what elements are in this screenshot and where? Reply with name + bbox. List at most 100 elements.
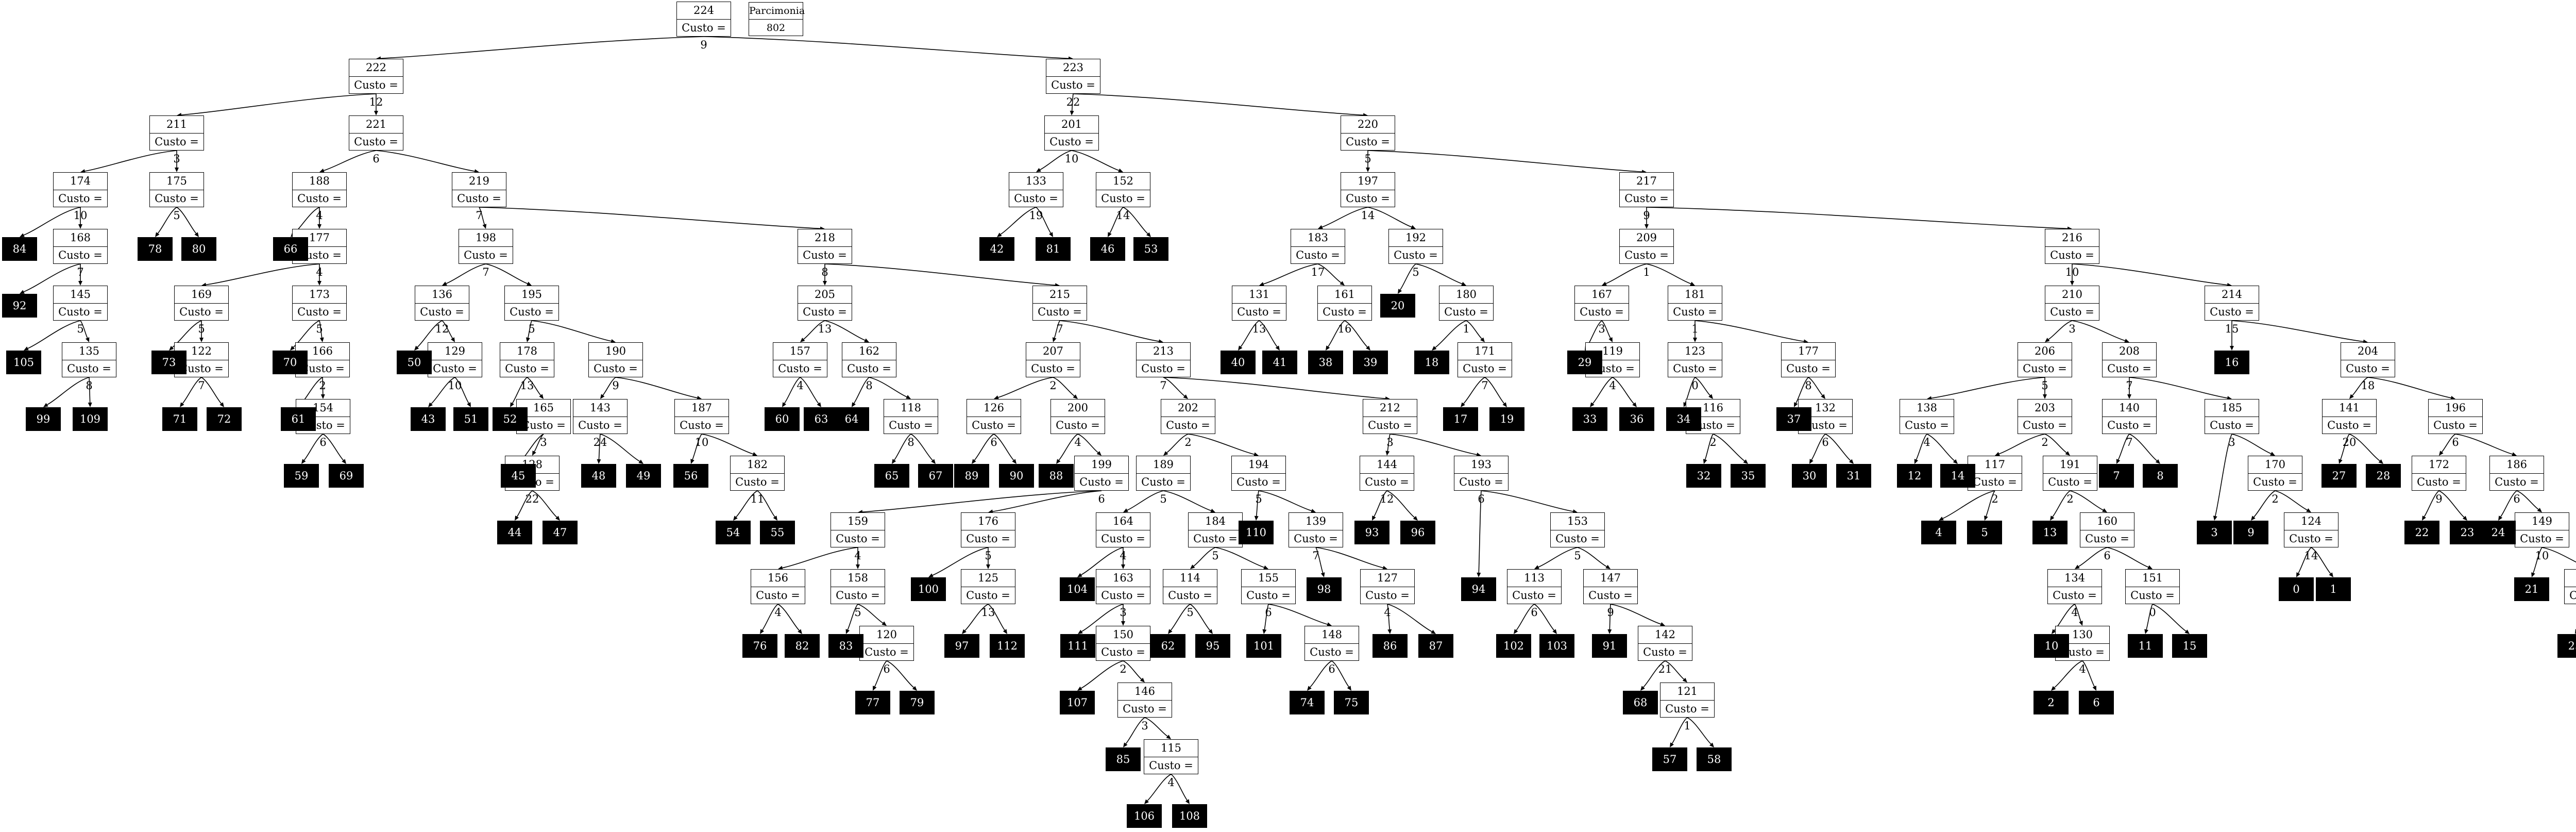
tree-edge xyxy=(479,207,821,229)
tree-edge xyxy=(47,377,90,405)
node-id: 125 xyxy=(961,570,1015,587)
leaf-node: 94 xyxy=(1461,577,1496,601)
leaf-node: 44 xyxy=(497,521,532,544)
node-id: 170 xyxy=(2248,456,2302,474)
edge-arrowhead xyxy=(1166,735,1171,739)
edge-arrowhead xyxy=(88,402,92,407)
tree-edge xyxy=(319,320,323,338)
node-cost: Custo = 0 xyxy=(2130,589,2175,619)
edge-arrowhead xyxy=(320,394,325,399)
leaf-node: 86 xyxy=(1372,634,1408,658)
node-cost: Custo = 3 xyxy=(521,419,566,448)
edge-arrowhead xyxy=(24,346,29,351)
tree-edge xyxy=(1081,547,1124,575)
tree-edge xyxy=(442,320,453,339)
tree-edge xyxy=(2129,377,2228,398)
tree-edge xyxy=(1123,207,1148,235)
edge-arrowhead xyxy=(442,281,447,286)
tree-edge xyxy=(2516,490,2539,510)
edge-arrowhead xyxy=(1012,459,1016,464)
edge-arrowhead xyxy=(2144,629,2148,634)
node-id: 178 xyxy=(500,343,554,360)
node-id: 185 xyxy=(2205,400,2259,417)
leaf-node: 88 xyxy=(1039,464,1074,488)
node-cost: Custo = 5 xyxy=(1141,476,1185,505)
tree-edge xyxy=(1601,320,1611,339)
tree-edge xyxy=(1367,150,1642,173)
edge-arrowhead xyxy=(1185,799,1190,804)
node-id: 147 xyxy=(1584,570,1637,587)
edge-arrowhead xyxy=(1327,622,1332,626)
leaf-node: 38 xyxy=(1308,351,1343,374)
tree-edge xyxy=(1577,547,1607,567)
node-cost: Custo = 9 xyxy=(682,22,726,51)
node-id: 130 xyxy=(2056,626,2109,644)
edge-arrowhead xyxy=(20,290,25,294)
edge-arrowhead xyxy=(1121,564,1125,569)
node-cost: Custo = 5 xyxy=(966,533,1010,562)
tree-edge xyxy=(1387,604,1432,632)
node-id: 177 xyxy=(1782,343,1835,360)
node-cost: Custo = 1 xyxy=(1624,249,1669,278)
leaf-node: 19 xyxy=(1489,407,1524,431)
leaf-node: 28 xyxy=(2366,464,2401,488)
edge-arrowhead xyxy=(319,337,324,342)
node-cost: Custo = 6 xyxy=(1079,476,1124,505)
node-cost: Custo = 24 xyxy=(578,419,622,448)
leaf-node: 37 xyxy=(1776,407,1811,431)
edge-arrowhead xyxy=(1077,686,1082,691)
edge-arrowhead xyxy=(2349,394,2354,399)
leaf-node: 92 xyxy=(2,294,37,318)
edge-arrowhead xyxy=(1078,629,1083,634)
tree-edge xyxy=(1592,377,1613,404)
leaf-node: 47 xyxy=(543,521,578,544)
edge-arrowhead xyxy=(1056,459,1061,464)
parsimony-value: 802 xyxy=(766,22,786,34)
node-cost: Custo = 10 xyxy=(1049,136,1094,165)
tree-edge xyxy=(1315,547,1383,569)
tree-edge xyxy=(1310,660,1332,688)
leaf-node: 52 xyxy=(493,407,528,431)
leaf-node: 4 xyxy=(1921,521,1956,544)
node-id: 208 xyxy=(2103,343,2156,360)
node-id: 189 xyxy=(1137,456,1190,474)
node-id: 135 xyxy=(62,343,116,360)
tree-edge xyxy=(757,490,775,518)
node-cost: Custo = 7 xyxy=(464,249,508,278)
node-cost: Custo = 2 xyxy=(1166,419,1210,448)
tree-edge xyxy=(1344,320,1368,347)
leaf-node: 111 xyxy=(1060,634,1095,658)
edge-arrowhead xyxy=(1210,508,1215,513)
node-cost: Custo = 6 xyxy=(1310,646,1354,675)
node-id: 121 xyxy=(1660,683,1714,701)
tree-edge xyxy=(1259,320,1278,347)
node-id: 212 xyxy=(1363,400,1417,417)
node-id: 188 xyxy=(293,173,346,190)
leaf-node: 39 xyxy=(1353,351,1388,374)
tree-edge xyxy=(932,547,989,576)
tree-edge xyxy=(1466,320,1482,339)
leaf-node: 61 xyxy=(281,407,316,431)
edge-arrowhead xyxy=(906,395,911,399)
edge-arrowhead xyxy=(2070,281,2074,286)
edge-arrowhead xyxy=(690,459,694,464)
node-cost: Custo = 3 xyxy=(1101,589,1145,619)
leaf-node: 84 xyxy=(2,237,37,261)
node-id: 149 xyxy=(2515,513,2569,530)
node-cost: Custo = 5 xyxy=(1168,589,1212,619)
tree-edge xyxy=(869,377,907,397)
